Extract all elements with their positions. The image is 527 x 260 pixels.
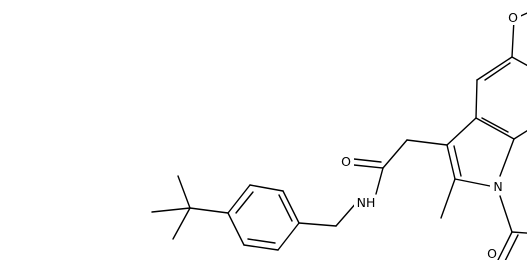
bond-c3-c2 [446, 144, 456, 180]
bond-ring1-c [227, 184, 251, 214]
bond-ring1-b [249, 184, 284, 192]
amide-nitrogen-label: NH [357, 195, 376, 210]
bond-n1-c7a [499, 138, 515, 177]
bond-c4-c3a [475, 79, 478, 119]
bond-c5-c4 [476, 56, 513, 81]
bond-c5-c6 [511, 56, 527, 67]
bond-ring1-c-inner [235, 191, 254, 214]
bond-tbutyl-methyl-2 [172, 207, 191, 240]
bond-oxygen-c5 [511, 18, 515, 58]
bond-ring1-e-inner [247, 238, 276, 244]
bond-ring1-a [282, 190, 300, 224]
atom-label-layer: O O NH N O Cl [338, 10, 521, 260]
bond-c2-methyl [440, 178, 456, 219]
bond-ring1-d [227, 212, 245, 246]
bond-carbonyl-oxygen-a [353, 164, 384, 169]
indole-nitrogen-label: N [493, 179, 502, 194]
bond-ch2-carbonyl [382, 139, 408, 169]
bond-c7a-c3a-inner [481, 117, 509, 133]
bond-carbonyl-oxygen-b [353, 158, 382, 163]
bond-layer [151, 12, 527, 260]
bond-ring-tbutyl [189, 207, 229, 214]
bond-c2-n1 [454, 178, 491, 187]
bond-nitrogen-benzyl-ch2 [335, 201, 358, 227]
ketone-oxygen-label: O [487, 246, 497, 260]
bond-tbutyl-methyl-3 [151, 207, 191, 213]
amide-oxygen-label: O [341, 154, 351, 169]
bond-ring1-f [277, 222, 300, 251]
bond-c3a-c3 [446, 117, 477, 146]
bond-c4-c4-inner [484, 62, 511, 81]
bond-tbutyl-methyl-1 [177, 175, 191, 209]
bond-ring1-e [243, 244, 279, 251]
bond-benzyl-ch2-ring [298, 222, 337, 227]
methoxy-oxygen-label: O [508, 10, 518, 25]
bond-carbonyl-nitrogen [375, 167, 384, 195]
bond-c3-ch2 [406, 139, 448, 146]
bond-ketone-oxygen-b [504, 234, 519, 260]
bond-ketone-oxygen-a [497, 231, 513, 260]
bond-ring1-a-inner [278, 194, 293, 222]
bond-c7a-c3a [475, 117, 515, 140]
bond-c7-c7a [513, 130, 527, 140]
bond-n1-carbonyl [499, 195, 513, 233]
bond-c3-c2-inner [453, 145, 462, 177]
bond-carbonyl-ring2 [511, 231, 527, 234]
